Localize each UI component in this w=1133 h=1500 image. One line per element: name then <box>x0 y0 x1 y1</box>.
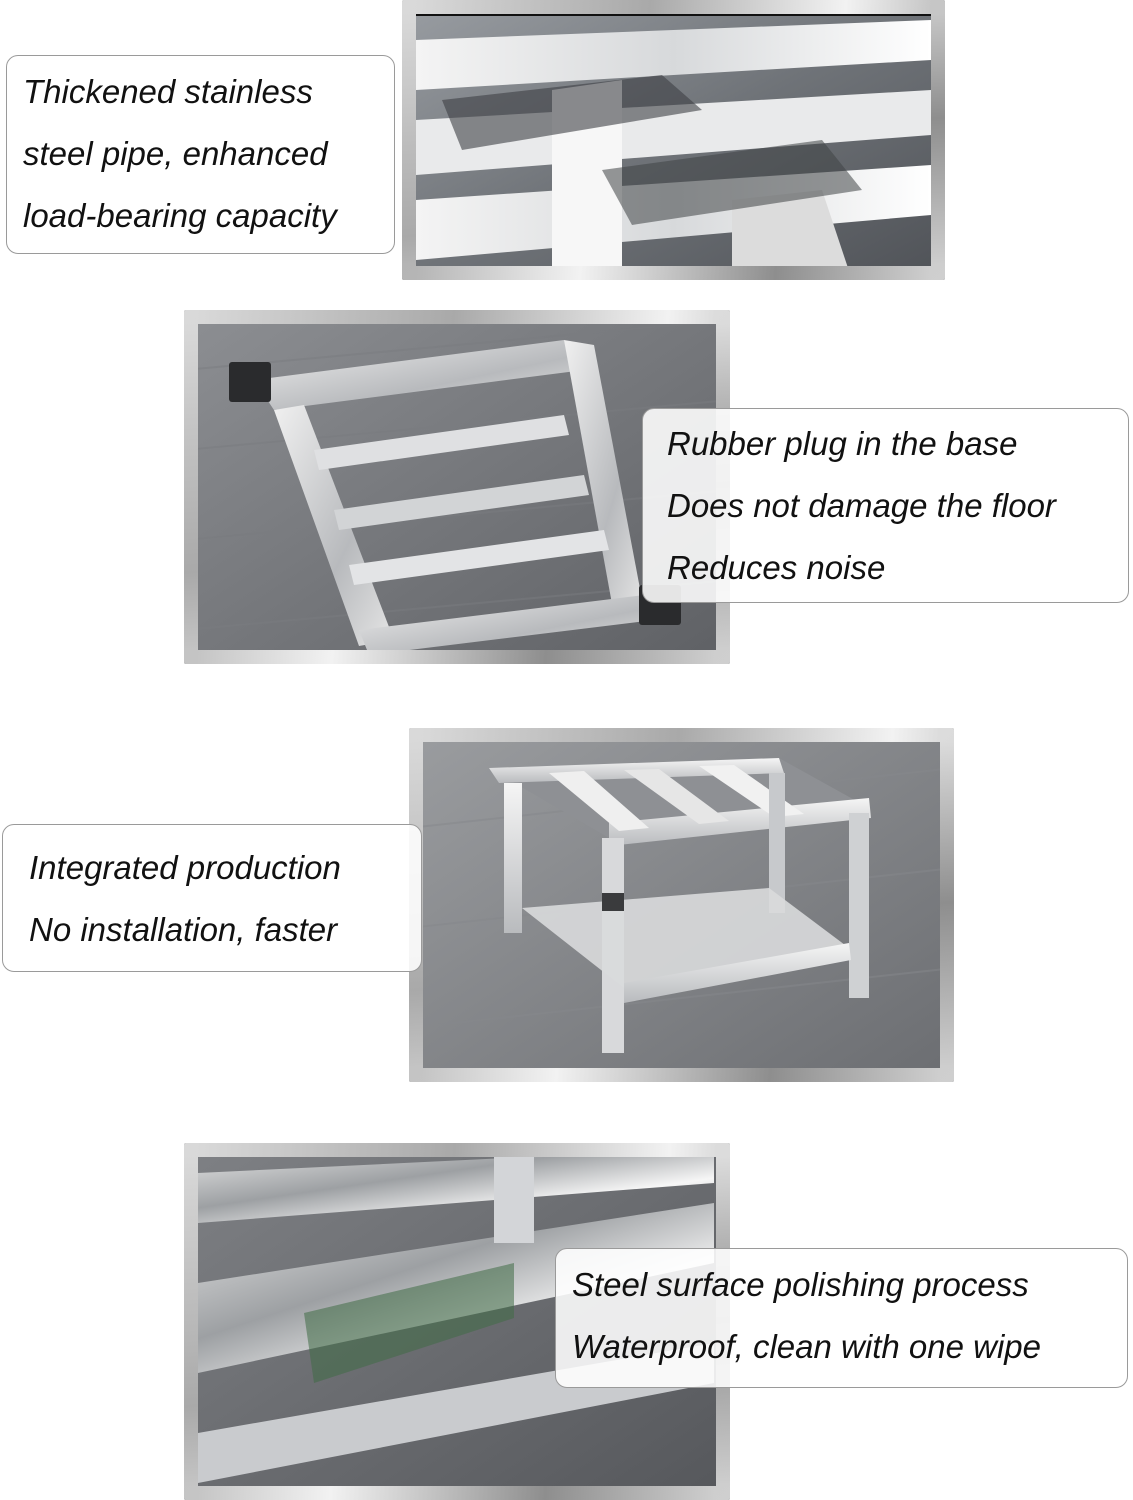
caption-line: Integrated production <box>29 849 341 886</box>
photo-stool-integrated <box>409 728 954 1082</box>
caption-panel-3: Integrated production No installation, f… <box>2 824 422 972</box>
caption-line: No installation, faster <box>29 911 338 948</box>
caption-panel-2: Rubber plug in the base Does not damage … <box>642 408 1129 603</box>
photo-steel-pipe-closeup <box>402 0 945 280</box>
caption-line: Rubber plug in the base <box>667 425 1018 462</box>
caption-panel-4: Steel surface polishing process Waterpro… <box>555 1248 1128 1388</box>
caption-line: Reduces noise <box>667 549 886 586</box>
caption-line: Does not damage the floor <box>667 487 1056 524</box>
caption-line: Waterproof, clean with one wipe <box>572 1328 1041 1365</box>
caption-line: load-bearing capacity <box>23 197 337 234</box>
caption-panel-1: Thickened stainless steel pipe, enhanced… <box>6 55 395 254</box>
caption-line: Thickened stainless <box>23 73 313 110</box>
caption-line: steel pipe, enhanced <box>23 135 328 172</box>
caption-line: Steel surface polishing process <box>572 1266 1029 1303</box>
